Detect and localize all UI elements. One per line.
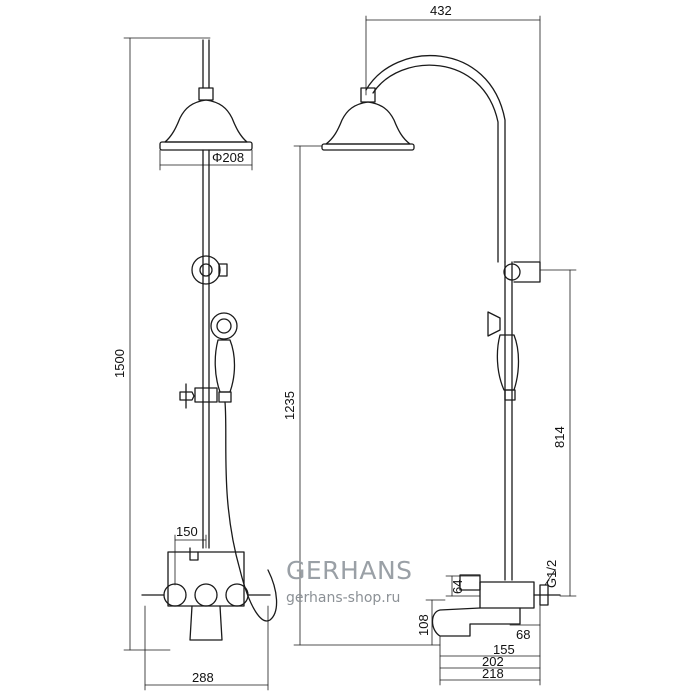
- mixer-body: [167, 551, 245, 607]
- dimension-432: 432: [430, 3, 452, 18]
- hand-shower-holder: [191, 255, 221, 285]
- dimension-1235: 1235: [282, 391, 297, 420]
- dimension-218: 218: [482, 666, 504, 681]
- hand-shower-front: [210, 312, 238, 340]
- watermark-brand-part2: NS: [376, 556, 413, 585]
- dimension-diameter-208: Φ208: [212, 150, 244, 165]
- spout-front: [189, 605, 223, 641]
- shower-head-side: [325, 101, 411, 145]
- dimension-64: 64: [450, 580, 465, 594]
- wall-bracket: [513, 261, 541, 283]
- shower-head-front: [164, 99, 248, 143]
- dimension-108: 108: [416, 614, 431, 636]
- head-connector: [198, 87, 214, 101]
- front-view: [141, 39, 278, 641]
- dimension-202: 202: [482, 654, 504, 669]
- hand-shower-side: [496, 334, 520, 391]
- dimension-155: 155: [493, 642, 515, 657]
- dimension-814: 814: [552, 426, 567, 448]
- hose: [224, 401, 278, 622]
- dimension-1500: 1500: [112, 349, 127, 378]
- dimension-lines: [123, 15, 577, 691]
- watermark-brand-part1: GERHA: [286, 556, 377, 585]
- side-view: [321, 54, 561, 637]
- dimension-68: 68: [516, 627, 530, 642]
- watermark-logo: GERHA​NS: [286, 556, 413, 585]
- watermark-url: gerhans-shop.ru: [286, 590, 401, 606]
- dimension-288: 288: [192, 670, 214, 685]
- curved-arm: [365, 54, 506, 263]
- thread-g12: G1/2: [544, 560, 559, 588]
- dimension-150: 150: [176, 524, 198, 539]
- spout-side: [431, 607, 521, 637]
- mixer-side: [479, 581, 535, 609]
